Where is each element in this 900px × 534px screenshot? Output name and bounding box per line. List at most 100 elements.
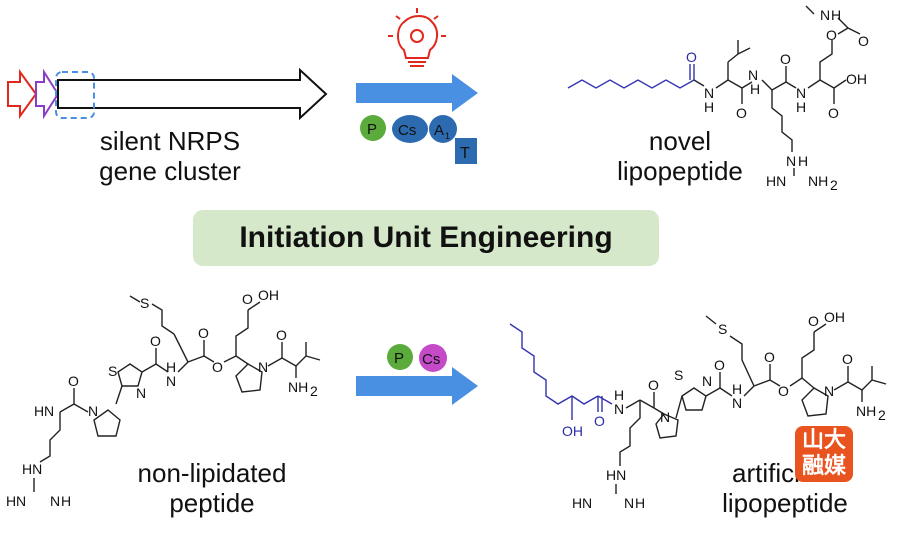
atom-o-br-3: O	[764, 349, 775, 365]
atom-nh-br-1h: H	[614, 387, 624, 403]
atom-nh-br-3: N	[732, 395, 742, 411]
atom-n-bl-1: N	[136, 385, 146, 401]
gene-arrow-purple	[35, 68, 60, 120]
atom-h2n-br-n: N	[582, 495, 592, 511]
atom-o-bl-6: O	[68, 373, 79, 389]
atom-h2n-br: H	[572, 495, 582, 511]
atom-o-br-1: O	[648, 377, 659, 393]
atom-s-br-2: S	[718, 321, 727, 337]
atom-n-br-1: N	[660, 409, 670, 425]
atom-nh-top-3: N	[786, 153, 796, 169]
atom-nh-bl-2h: H	[61, 493, 71, 509]
process-arrow-bottom	[356, 367, 478, 405]
gene-arrow-main	[57, 67, 328, 121]
atom-o-bl-5: O	[276, 327, 287, 343]
lightbulb-gear-icon	[388, 8, 446, 67]
atom-n-br-3: N	[824, 383, 834, 399]
p-domain-bottom-label: P	[394, 350, 404, 367]
atom-hn-bl: HN	[22, 461, 42, 477]
atom-hn-top: HN	[766, 173, 786, 189]
novel-lipopeptide-label-line1: novel	[648, 126, 712, 156]
watermark-line1: 山大	[801, 428, 846, 453]
watermark-line2: 融媒	[801, 454, 846, 479]
atom-h-top-3: H	[798, 153, 808, 169]
atom-nh-bl-1: N	[166, 373, 176, 389]
t-domain	[455, 138, 477, 164]
lipid-chain-top	[567, 79, 695, 89]
atom-o-top-1: O	[686, 49, 697, 65]
atom-h-bl-1: H	[166, 359, 176, 375]
artificial-lipopeptide-label-line1: artifici	[732, 458, 800, 488]
atom-o-top-5: O	[858, 33, 869, 49]
cs-domain-bottom-label: Cs	[422, 351, 440, 368]
atom-oh-br: OH	[824, 309, 845, 325]
atom-nh-top-1: N	[704, 85, 714, 101]
atom-o-top-3: O	[780, 51, 791, 67]
process-arrow-top	[356, 74, 478, 112]
atom-o-br-2: O	[714, 357, 725, 373]
atom-s-br-1: S	[674, 367, 683, 383]
initiation-module-highlight	[55, 71, 95, 119]
cs-domain-top	[392, 115, 428, 143]
lipid-chain-bottom	[509, 323, 599, 405]
atom-oh-top: OH	[846, 71, 867, 87]
artificial-lipopeptide-label-line2: lipopeptide	[722, 488, 848, 518]
atom-o-br-4: O	[778, 383, 789, 399]
gene-arrow-red	[7, 68, 38, 120]
gene-cluster-label: silent NRPS gene cluster	[70, 126, 270, 186]
atom-nh2-bl: NH	[288, 379, 308, 395]
p-domain-bottom	[387, 344, 413, 370]
atom-oh-br-lipid: OH	[562, 423, 583, 439]
watermark-logo: 山大 融媒	[795, 426, 853, 482]
atom-h-top-1: H	[704, 99, 714, 115]
atom-o-bl-2: O	[198, 325, 209, 341]
atom-nh-top-4: N	[796, 85, 806, 101]
a1-domain-label: A	[434, 122, 444, 139]
atom-nh2-bl-sub: 2	[310, 383, 318, 399]
atom-nh2-top: NH	[808, 173, 828, 189]
atom-nh-br-3h: H	[732, 381, 742, 397]
atom-nh-top-2: N	[748, 67, 758, 83]
atom-o-top-6: O	[828, 105, 839, 121]
atom-s-bl-1: S	[140, 295, 149, 311]
atom-h-top-4: H	[796, 99, 806, 115]
atom-nh-bl-2: N	[50, 493, 60, 509]
a1-domain-subscript: 1	[445, 131, 450, 141]
atom-h2n-bl-n: N	[44, 403, 54, 419]
atom-h-top-5: H	[831, 7, 841, 23]
atom-h-top-2: H	[750, 81, 760, 97]
gene-cluster-label-line1: silent NRPS	[99, 126, 241, 156]
atom-oh-bl: OH	[258, 287, 279, 303]
cs-domain-top-label: Cs	[398, 122, 416, 139]
t-domain-label: T	[460, 145, 470, 162]
atom-n-bl-2: N	[258, 359, 268, 375]
atom-hn-br: HN	[606, 467, 626, 483]
atom-n-bl-3: N	[88, 403, 98, 419]
gene-cluster-label-line2: gene cluster	[99, 156, 241, 186]
atom-o-br-lipid: O	[594, 413, 605, 429]
atom-o-br-6: O	[842, 351, 853, 367]
atom-o-bl-1: O	[150, 333, 161, 349]
atom-nh-top-5: N	[820, 7, 830, 23]
initiation-unit-banner: Initiation Unit Engineering	[193, 210, 659, 266]
novel-lipopeptide-label: novel lipopeptide	[590, 126, 770, 186]
atom-o-bl-4: O	[242, 291, 253, 307]
atom-o-top-4: O	[826, 27, 837, 43]
substrate-label-line1: non-lipidated	[137, 458, 287, 488]
atom-nh-br-1: N	[614, 401, 624, 417]
artificial-lipopeptide-label: artifici lipopeptide	[700, 458, 870, 518]
atom-n-br-2: N	[702, 373, 712, 389]
a1-domain	[429, 115, 457, 143]
atom-h2n-bl-2n: N	[16, 493, 26, 509]
atom-s-bl-2: S	[108, 363, 117, 379]
atom-o-bl-3: O	[212, 359, 223, 375]
p-domain-top	[360, 115, 386, 141]
atom-nh-br-2h: H	[635, 495, 645, 511]
atom-nh-br-2: N	[624, 495, 634, 511]
p-domain-top-label: P	[367, 121, 377, 138]
